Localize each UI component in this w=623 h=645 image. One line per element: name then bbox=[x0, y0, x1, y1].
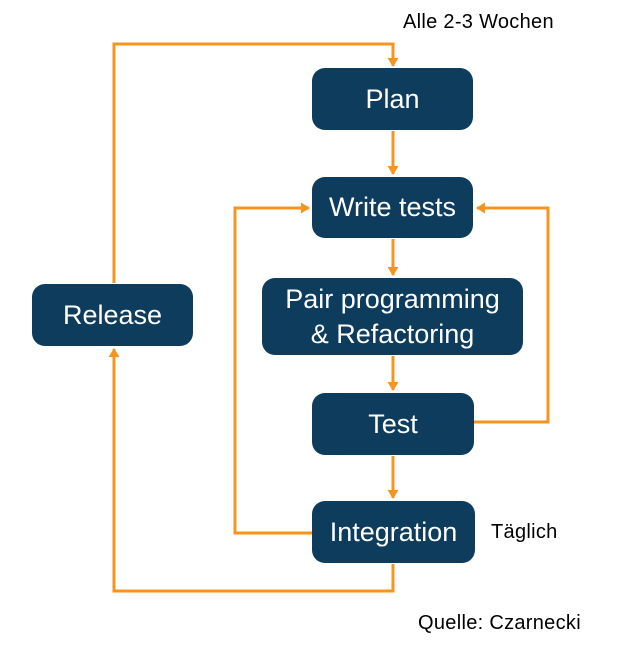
node-release: Release bbox=[32, 284, 193, 346]
arrow-release-to-plan bbox=[112, 42, 399, 283]
node-integration: Integration bbox=[312, 501, 475, 563]
node-write-tests: Write tests bbox=[312, 177, 473, 238]
node-plan-label: Plan bbox=[365, 83, 420, 114]
source-credit-label: Quelle: Czarnecki bbox=[418, 612, 581, 634]
node-test-label: Test bbox=[368, 408, 418, 439]
arrow-integration-to-write-tests bbox=[233, 202, 312, 535]
arrow-test-to-write-tests bbox=[474, 202, 550, 424]
node-release-label: Release bbox=[62, 299, 163, 330]
arrow-integration-to-release bbox=[108, 348, 395, 593]
node-pair-programming: Pair programming & Refactoring bbox=[262, 278, 523, 355]
cycle-length-label: Alle 2-3 Wochen bbox=[403, 11, 554, 33]
node-pair-programming-label-line1: Pair programming bbox=[285, 283, 500, 314]
node-integration-label: Integration bbox=[329, 516, 458, 547]
node-plan: Plan bbox=[312, 68, 473, 130]
node-write-tests-label: Write tests bbox=[328, 192, 457, 223]
node-pair-programming-label-line2: & Refactoring bbox=[310, 318, 475, 349]
node-test: Test bbox=[312, 393, 474, 455]
daily-label: Täglich bbox=[491, 521, 558, 543]
